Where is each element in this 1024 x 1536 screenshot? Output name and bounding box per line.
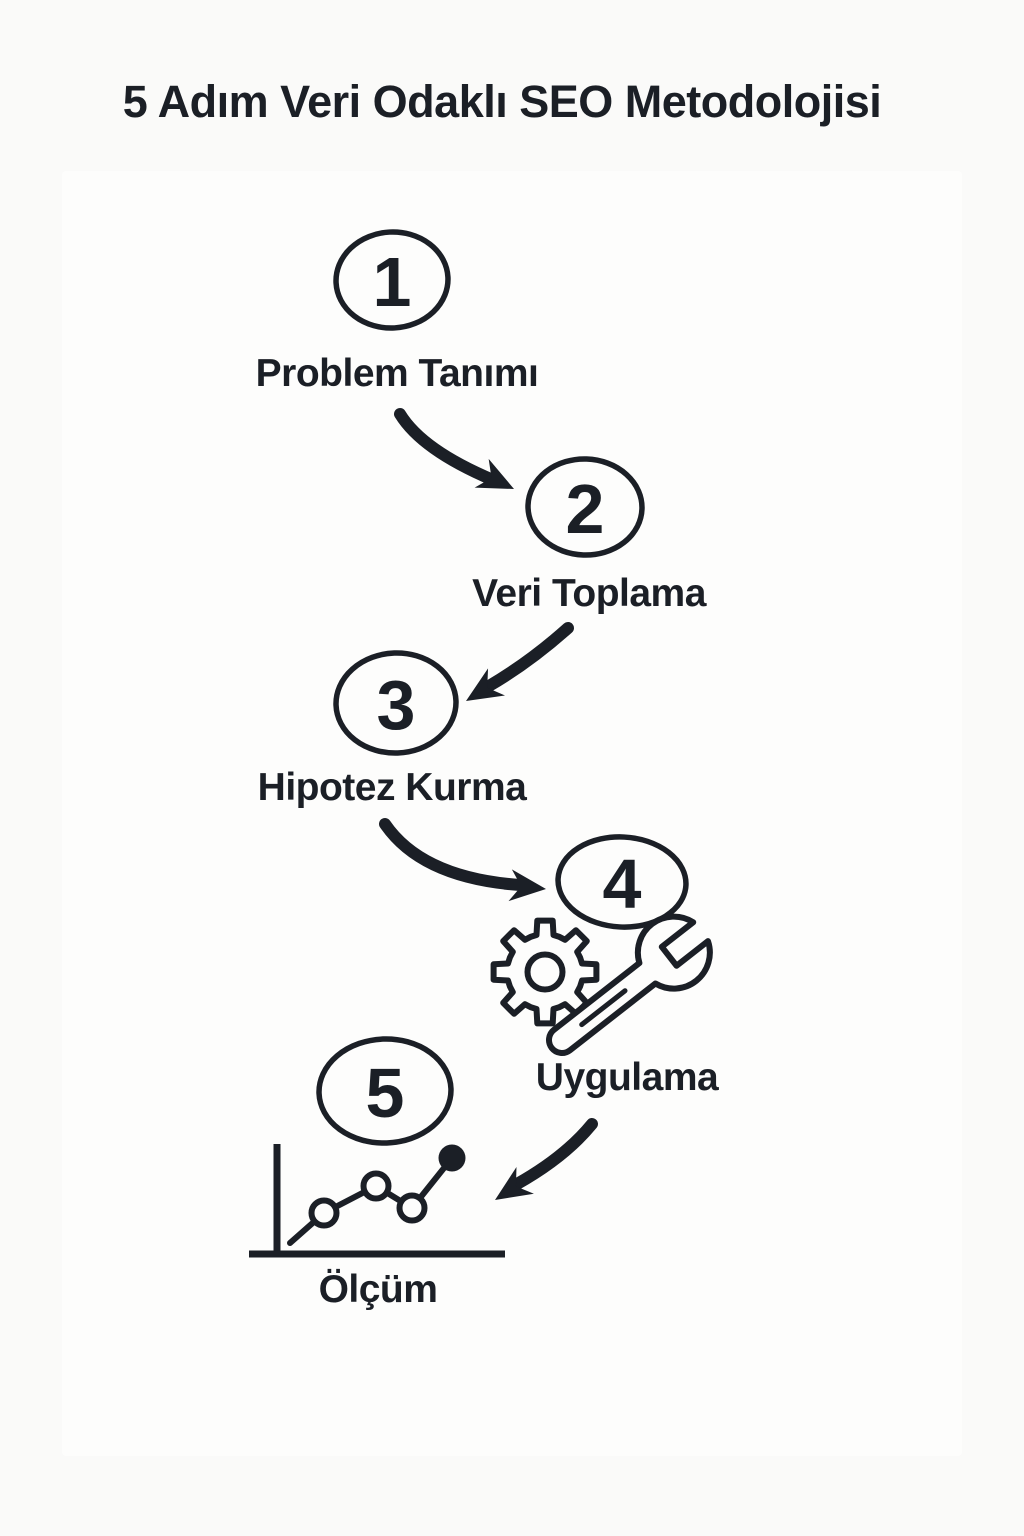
step-5-number: 5	[365, 1054, 405, 1132]
step-1-number: 1	[372, 243, 412, 321]
step-5-label: Ölçüm	[318, 1268, 438, 1311]
step-2-label: Veri Toplama	[472, 572, 706, 615]
chart-point-3	[396, 1192, 428, 1224]
gear-wrench-icon	[490, 913, 713, 1056]
step-4-label: Uygulama	[535, 1056, 719, 1099]
arrow-3-4	[379, 818, 526, 891]
chart-point-2	[360, 1170, 392, 1202]
arrow-1-2	[394, 408, 499, 486]
step-1-label: Problem Tanımı	[255, 352, 539, 395]
wrench-handle-slot	[579, 988, 628, 1028]
step-2-number: 2	[565, 470, 605, 548]
line-chart-icon	[249, 1144, 505, 1258]
arrow-4-5	[511, 1118, 598, 1190]
step-4-number: 4	[602, 845, 642, 923]
arrowhead-4-icon	[495, 1166, 534, 1200]
arrowhead-1-icon	[474, 458, 514, 489]
step-2-circle	[525, 456, 645, 558]
wrench-icon	[546, 913, 713, 1056]
step-3-number: 3	[376, 666, 416, 744]
chart-point-1	[308, 1197, 340, 1229]
step-5-circle	[316, 1036, 454, 1146]
arrowhead-3-icon	[508, 869, 546, 902]
arrow-2-3	[483, 622, 574, 692]
card-backdrop	[62, 171, 962, 1456]
step-4-circle	[555, 834, 689, 930]
step-3-label: Hipotez Kurma	[257, 766, 527, 809]
chart-point-4-filled	[438, 1144, 466, 1172]
step-1-circle	[333, 229, 451, 331]
diagram-title: 5 Adım Veri Odaklı SEO Metodolojisi	[122, 76, 882, 127]
arrowhead-2-icon	[466, 668, 506, 701]
gear-icon	[490, 917, 600, 1027]
step-3-circle	[333, 650, 459, 756]
gear-hole	[524, 951, 566, 993]
